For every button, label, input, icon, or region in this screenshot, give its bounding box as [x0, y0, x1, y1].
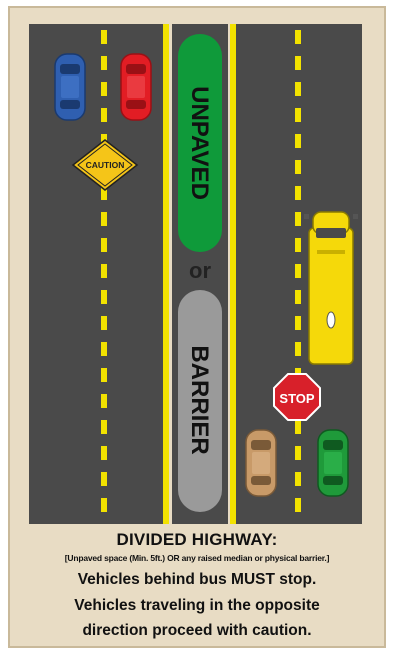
lane-dash [295, 264, 301, 278]
lane-dash [295, 134, 301, 148]
caption-must-emphasis: MUST [231, 571, 275, 588]
caution-sign-label: CAUTION [86, 160, 125, 170]
red-car [121, 54, 151, 120]
blue-car [55, 54, 85, 120]
lane-dash [295, 56, 301, 70]
lane-dash [101, 30, 107, 44]
lane-dash [101, 446, 107, 460]
lane-dash [295, 108, 301, 122]
caption-line-2: Vehicles traveling in the opposite [8, 597, 386, 615]
green-car [318, 430, 348, 496]
barrier-label: BARRIER [186, 345, 213, 454]
lane-dash [101, 394, 107, 408]
tan-car [246, 430, 276, 496]
caption-line-1-start: Vehicles behind bus [78, 571, 231, 588]
caption-line-1: Vehicles behind bus MUST stop. [8, 571, 386, 589]
school-bus [304, 212, 358, 364]
caption-line-3: direction proceed with caution. [8, 622, 386, 640]
stop-sign-label: STOP [279, 391, 314, 406]
lane-dash [295, 238, 301, 252]
lane-dash [101, 82, 107, 96]
lane-dash [295, 342, 301, 356]
unpaved-label: UNPAVED [186, 86, 213, 200]
lane-dash [295, 420, 301, 434]
lane-dash [101, 264, 107, 278]
lane-dash [101, 290, 107, 304]
lane-dash [101, 108, 107, 122]
right-solid-yellow-line [230, 24, 236, 524]
lane-dash [295, 30, 301, 44]
lane-dash [101, 498, 107, 512]
caption-subtitle: [Unpaved space (Min. 5ft.) OR any raised… [8, 553, 386, 563]
lane-dash [101, 472, 107, 486]
lane-dash [101, 238, 107, 252]
stop-sign: STOP [274, 374, 320, 420]
lane-dash [101, 316, 107, 330]
lane-dash [295, 446, 301, 460]
lane-dash [101, 368, 107, 382]
lane-dash [295, 82, 301, 96]
left-solid-yellow-line [163, 24, 169, 524]
lane-dash [295, 498, 301, 512]
lane-dash [295, 160, 301, 174]
lane-dash [101, 56, 107, 70]
caption-title: DIVIDED HIGHWAY: [8, 530, 386, 550]
lane-dash [101, 342, 107, 356]
lane-dash [295, 316, 301, 330]
or-label: or [189, 258, 211, 283]
lane-dash [295, 472, 301, 486]
lane-dash [295, 290, 301, 304]
lane-dash [101, 212, 107, 226]
lane-dash [101, 420, 107, 434]
lane-dash [295, 212, 301, 226]
lane-dash [295, 186, 301, 200]
caption-line-1-end: stop. [275, 571, 316, 588]
